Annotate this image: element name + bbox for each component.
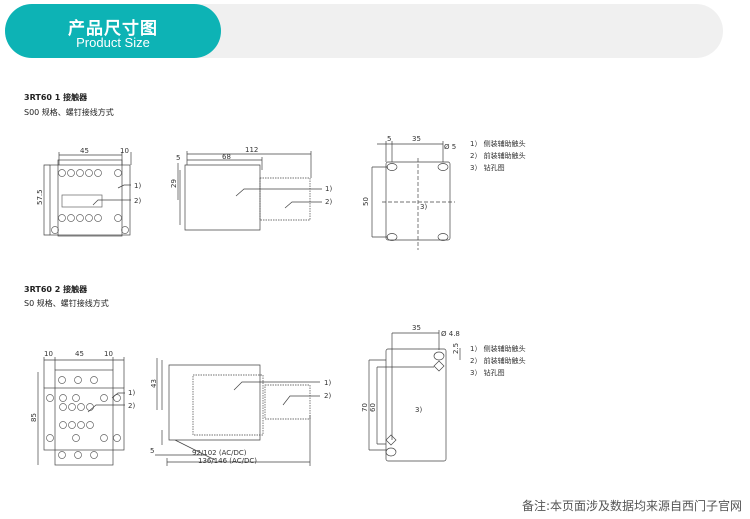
s1-legend-2: 2） 前装辅助触头 (470, 151, 526, 160)
header-title-cn: 产品尺寸图 (68, 19, 158, 39)
s2-legend-2: 2） 前装辅助触头 (470, 356, 526, 365)
s2-hole-dim-4: 60 (369, 403, 377, 412)
header-title-en: Product Size (76, 35, 150, 50)
s1-drilling-diagram (371, 141, 455, 250)
s1-hole-dim-3: 50 (362, 197, 370, 206)
s2-side-dim-3: 136/146 (AC/DC) (198, 457, 257, 465)
s1-hole-dim-2: Ø 5 (444, 143, 456, 151)
s2-side-callout-2: 2) (324, 392, 331, 400)
s2-side-view (155, 358, 311, 466)
s1-side-dim-0: 112 (245, 146, 258, 154)
section1-title: 3RT60 1 接触器 (24, 93, 88, 102)
s2-hole-dim-2: 2.5 (452, 343, 460, 354)
s2-hole-label: 3) (415, 406, 422, 414)
s2-side-dim-0: 43 (150, 379, 158, 388)
s2-front-callout-1: 1) (128, 389, 135, 397)
s1-hole-dim-1: 35 (412, 135, 421, 143)
s1-hole-dim-0: 5 (387, 135, 391, 143)
section-header: 产品尺寸图 Product Size (5, 4, 221, 58)
s2-hole-dim-3: 70 (361, 403, 369, 412)
s2-front-dim-1: 45 (75, 350, 84, 358)
s1-hole-label: 3) (420, 203, 427, 211)
s1-side-callout-1: 1) (325, 185, 332, 193)
section2-title: 3RT60 2 接触器 (24, 285, 88, 294)
s2-front-dim-2: 10 (104, 350, 113, 358)
s1-front-callout-1: 1) (134, 182, 141, 190)
s2-front-callout-2: 2) (128, 402, 135, 410)
s1-legend-3: 3） 钻孔图 (470, 163, 505, 172)
s2-side-dim-1: 5 (150, 447, 154, 455)
footer-note: 备注:本页面涉及数据均来源自西门子官网 (521, 499, 742, 513)
s2-front-dim-3: 85 (30, 413, 38, 422)
s2-hole-dim-1: Ø 4.8 (441, 330, 460, 338)
s1-side-view (177, 151, 312, 231)
section2-subtitle: S0 规格、螺钉接线方式 (24, 299, 109, 308)
s1-legend-1: 1） 侧装辅助触头 (470, 139, 526, 148)
s1-front-dim-1: 10 (120, 147, 129, 155)
s1-side-callout-2: 2) (325, 198, 332, 206)
s2-legend-1: 1） 侧装辅助触头 (470, 344, 526, 353)
s2-drilling-diagram (368, 330, 461, 462)
s2-side-dim-2: 92/102 (AC/DC) (192, 449, 247, 457)
s1-side-dim-3: 29 (170, 179, 178, 188)
section1-subtitle: S00 规格、螺钉接线方式 (24, 108, 114, 117)
s2-hole-dim-0: 35 (412, 324, 421, 332)
s2-front-view (37, 357, 125, 466)
s1-side-dim-1: 5 (176, 154, 180, 162)
s1-front-view (43, 152, 132, 237)
s2-front-dim-0: 10 (44, 350, 53, 358)
s2-legend-3: 3） 钻孔图 (470, 368, 505, 377)
s1-front-callout-2: 2) (134, 197, 141, 205)
s1-side-dim-2: 68 (222, 153, 231, 161)
s1-front-dim-0: 45 (80, 147, 89, 155)
s1-front-dim-2: 57.5 (36, 189, 44, 205)
s2-side-callout-1: 1) (324, 379, 331, 387)
